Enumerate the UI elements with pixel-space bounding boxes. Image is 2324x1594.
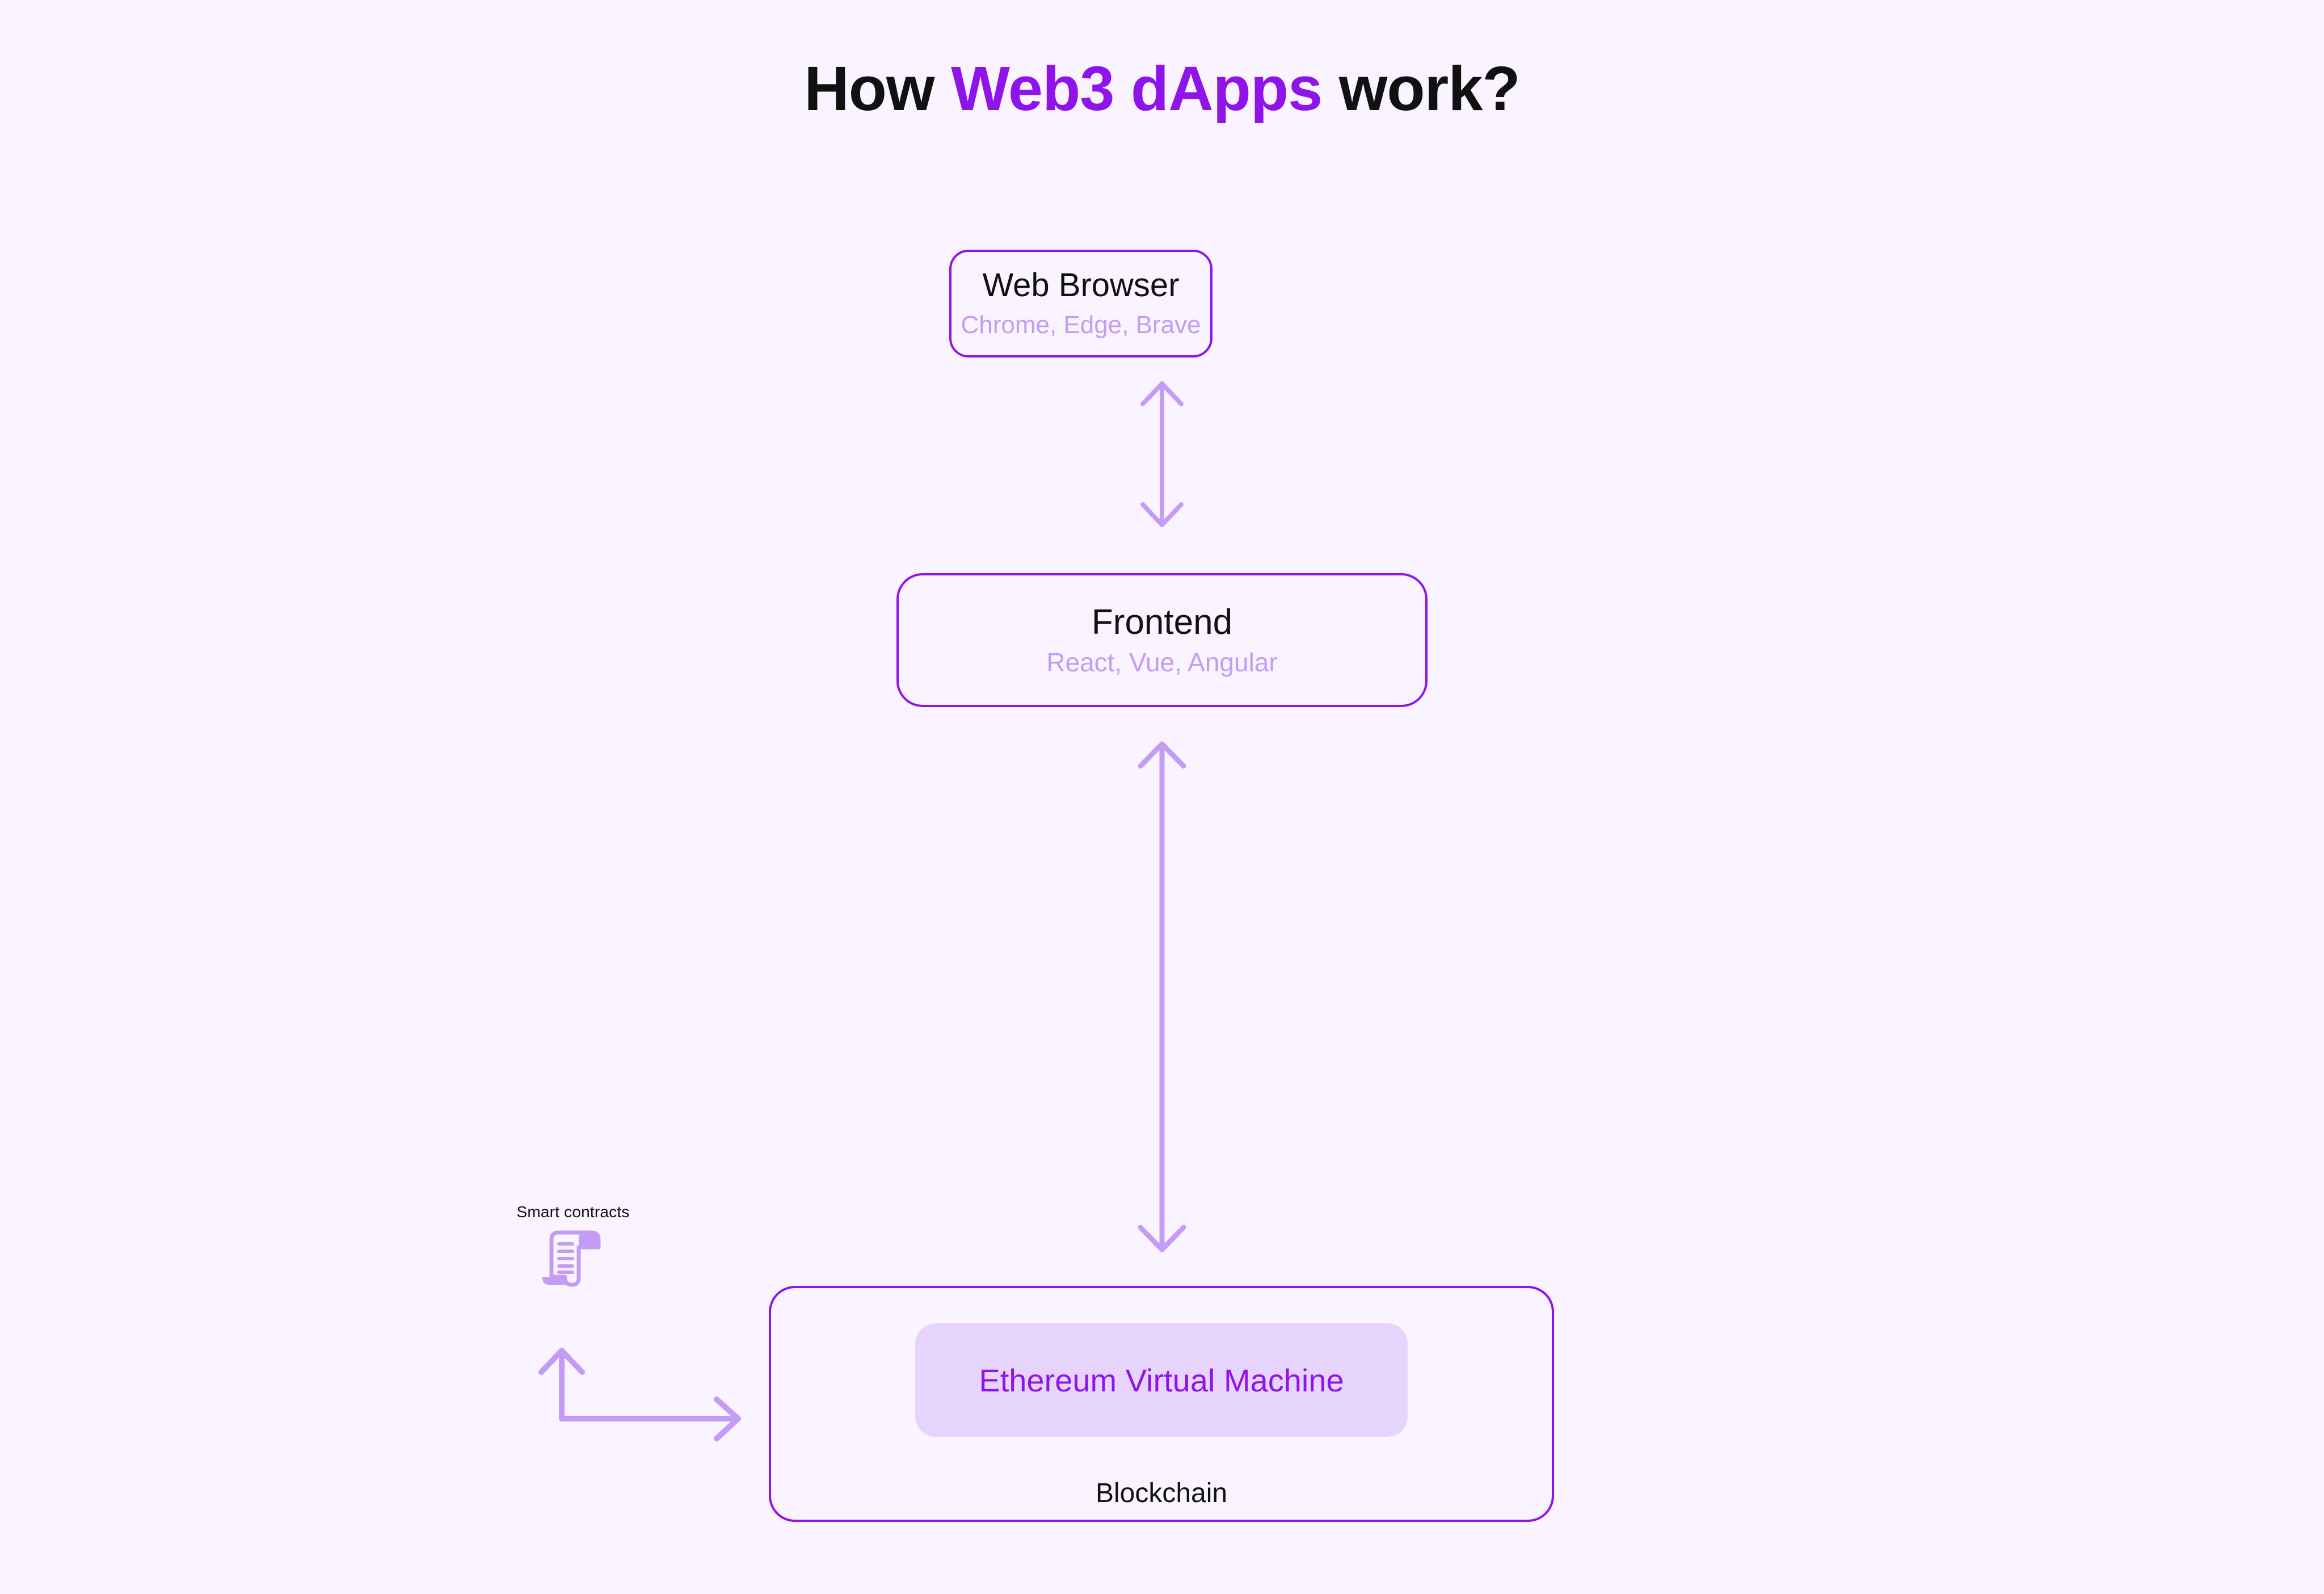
smartcontracts-blockchain-connector <box>538 1348 741 1441</box>
smart-contracts-group[interactable]: Smart contracts <box>505 1203 641 1328</box>
title-suffix: work? <box>1322 54 1521 124</box>
web-browser-title: Web Browser <box>982 267 1180 304</box>
page-title: How Web3 dApps work? <box>0 54 2324 123</box>
frontend-subtitle: React, Vue, Angular <box>1046 647 1278 678</box>
frontend-blockchain-connector <box>1138 741 1186 1252</box>
title-prefix: How <box>804 54 952 124</box>
node-frontend[interactable]: Frontend React, Vue, Angular <box>896 573 1428 707</box>
node-blockchain[interactable]: Ethereum Virtual Machine Blockchain <box>769 1286 1554 1522</box>
frontend-title: Frontend <box>1091 602 1233 642</box>
scroll-document-icon <box>542 1230 601 1287</box>
smart-contracts-label: Smart contracts <box>516 1203 630 1221</box>
web-browser-subtitle: Chrome, Edge, Brave <box>961 310 1201 339</box>
title-accent: Web3 dApps <box>951 54 1323 124</box>
node-ethereum-virtual-machine[interactable]: Ethereum Virtual Machine <box>915 1323 1408 1437</box>
evm-label: Ethereum Virtual Machine <box>979 1362 1344 1398</box>
browser-frontend-connector <box>1140 381 1184 527</box>
blockchain-label: Blockchain <box>1095 1478 1228 1508</box>
node-web-browser[interactable]: Web Browser Chrome, Edge, Brave <box>949 250 1212 358</box>
